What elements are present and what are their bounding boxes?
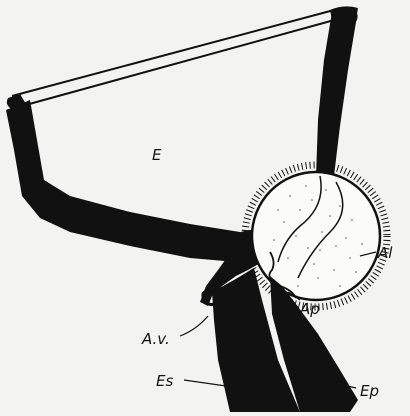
- label-Av: A.v.: [141, 330, 170, 348]
- label-Al: Al: [377, 244, 393, 262]
- left-thick-wall: [6, 100, 262, 264]
- stippled-body: [245, 165, 387, 307]
- right-wall-cap: [330, 6, 358, 20]
- right-thick-wall: [316, 10, 358, 176]
- label-Ap: Ap: [299, 300, 320, 318]
- label-E: E: [152, 146, 162, 164]
- label-Ep: Ep: [360, 382, 379, 400]
- label-Es: Es: [156, 372, 173, 390]
- upper-thin-wall: [12, 10, 338, 106]
